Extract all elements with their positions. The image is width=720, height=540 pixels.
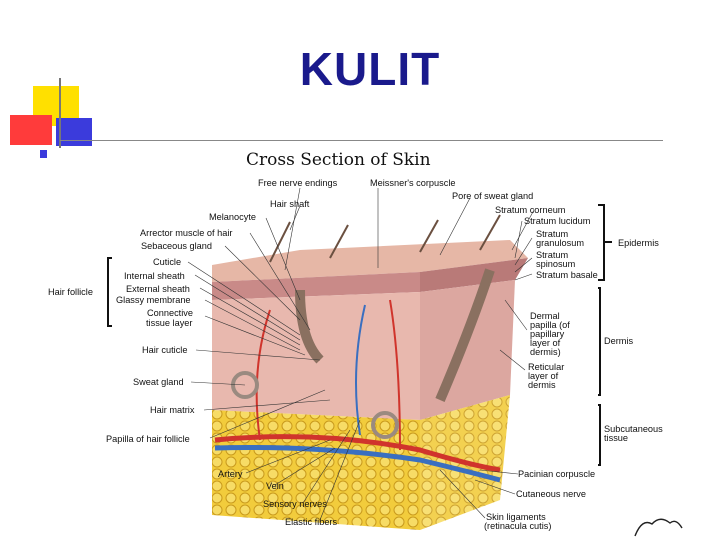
hair-follicle <box>295 289 324 364</box>
label-pore-of-sweat-gland: Pore of sweat gland <box>452 191 534 201</box>
label-dermal-papilla-2: papilla (of <box>530 320 570 330</box>
label-stratum-spinosum-1: Stratum <box>536 250 569 260</box>
slide-title: KULIT <box>299 43 441 95</box>
label-stratum-corneum: Stratum corneum <box>495 205 566 215</box>
accent-red-square <box>10 115 52 145</box>
hair-shaft-4 <box>479 214 501 251</box>
label-hair-shaft: Hair shaft <box>270 199 310 209</box>
label-reticular-2: layer of <box>528 371 559 381</box>
title-divider <box>60 140 663 141</box>
label-subcutaneous-1: Subcutaneous <box>604 424 663 434</box>
label-subcutaneous-2: tissue <box>604 433 629 443</box>
label-vein: Vein <box>266 481 284 491</box>
artist-signature <box>634 518 683 537</box>
accent-small-blue-square <box>40 150 47 158</box>
skin-surface <box>212 240 528 282</box>
label-dermal-papilla-1: Dermal <box>530 311 560 321</box>
label-cuticle: Cuticle <box>153 257 182 267</box>
label-sensory-nerves: Sensory nerves <box>263 499 327 509</box>
hair-shaft-2 <box>329 224 349 259</box>
label-stratum-lucidum: Stratum lucidum <box>524 216 591 226</box>
label-pacinian-corpuscle: Pacinian corpuscle <box>518 469 596 479</box>
label-papilla-hair-follicle: Papilla of hair follicle <box>106 434 190 444</box>
label-dermal-papilla-5: dermis) <box>530 347 561 357</box>
label-connective: Connective <box>147 308 193 318</box>
label-hair-cuticle: Hair cuticle <box>142 345 188 355</box>
label-elastic-fibers: Elastic fibers <box>285 517 338 527</box>
label-arrector-muscle: Arrector muscle of hair <box>140 228 233 238</box>
label-stratum-basale: Stratum basale <box>536 270 598 280</box>
vein-vessel <box>214 445 501 483</box>
label-hair-follicle: Hair follicle <box>48 287 93 297</box>
vessel-branch-3 <box>389 299 401 451</box>
label-free-nerve-endings: Free nerve endings <box>258 178 338 188</box>
label-tissue-layer: tissue layer <box>146 318 193 328</box>
label-sebaceous-gland: Sebaceous gland <box>141 241 213 251</box>
layer-brackets <box>598 204 612 466</box>
label-cutaneous-nerve: Cutaneous nerve <box>516 489 586 499</box>
label-external-sheath: External sheath <box>126 284 190 294</box>
epidermis-layer <box>212 272 420 300</box>
label-reticular-3: dermis <box>528 380 556 390</box>
label-melanocyte: Melanocyte <box>209 212 256 222</box>
accent-vertical-line <box>59 78 61 148</box>
vessel-branch-2 <box>355 304 366 436</box>
label-hair-matrix: Hair matrix <box>150 405 195 415</box>
diagram-title: Cross Section of Skin <box>246 150 431 170</box>
leader-lines <box>187 187 535 521</box>
hair-shaft-3 <box>419 219 439 253</box>
label-skin-ligaments-2: (retinacula cutis) <box>484 521 552 531</box>
hair-follicle-bracket <box>107 257 112 327</box>
subcutaneous-layer <box>212 410 420 530</box>
sweat-gland-coil-2 <box>371 411 399 439</box>
label-dermis: Dermis <box>604 336 634 346</box>
hair-shaft-1 <box>269 221 291 263</box>
accent-blue-square <box>56 118 92 146</box>
label-stratum-granulosum-1: Stratum <box>536 229 569 239</box>
label-meissners-corpuscle: Meissner's corpuscle <box>370 178 456 188</box>
label-glassy-membrane: Glassy membrane <box>116 295 191 305</box>
label-epidermis: Epidermis <box>618 238 659 248</box>
label-internal-sheath: Internal sheath <box>124 271 185 281</box>
label-stratum-spinosum-2: spinosum <box>536 259 576 269</box>
label-dermal-papilla-3: papillary <box>530 329 565 339</box>
label-stratum-granulosum-2: granulosum <box>536 238 585 248</box>
label-dermal-papilla-4: layer of <box>530 338 561 348</box>
sweat-gland-coil <box>231 371 259 399</box>
label-artery: Artery <box>218 469 243 479</box>
side-epidermis <box>420 258 528 292</box>
label-sweat-gland: Sweat gland <box>133 377 184 387</box>
vessel-branch-1 <box>255 309 271 441</box>
label-skin-ligaments-1: Skin ligaments <box>486 512 546 522</box>
label-reticular-1: Reticular <box>528 362 565 372</box>
hair-follicle-right <box>435 268 495 402</box>
